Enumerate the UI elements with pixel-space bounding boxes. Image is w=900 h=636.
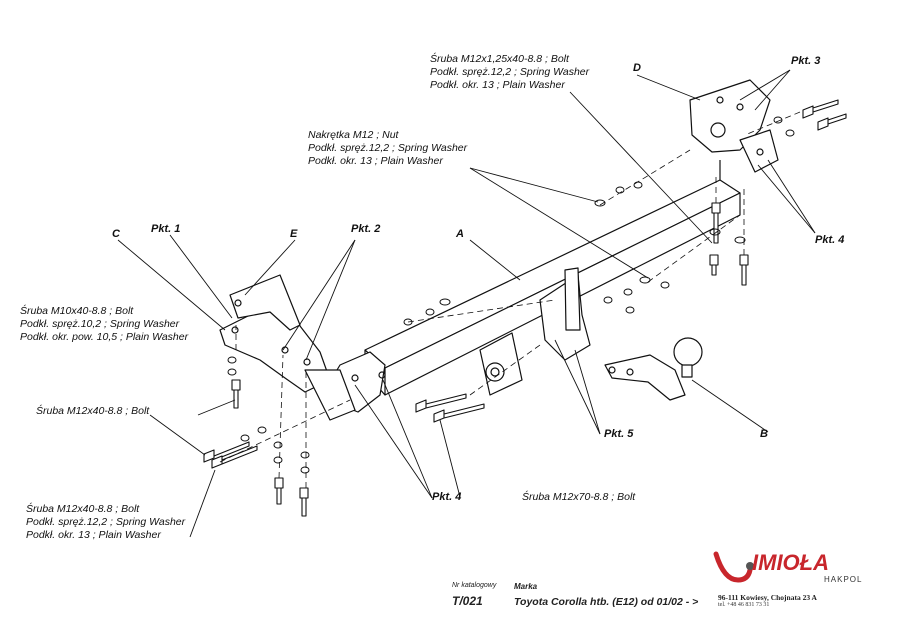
catalog-number: T/021 [452,594,483,608]
center-hanger [479,267,591,396]
company-address: 96-111 Kowiesy, Chojnata 23 A [718,593,817,602]
plate-e [229,274,301,331]
svg-text:Podkł. spręż.12,2 ; Spring Was: Podkł. spręż.12,2 ; Spring Washer [26,516,186,528]
callout-part-c: C [112,228,121,240]
callout-pkt5: Pkt. 5 [604,428,634,440]
svg-text:Podkł. okr. 13 ; Plain Washer: Podkł. okr. 13 ; Plain Washer [430,79,565,91]
note-top-bolt: Śruba M12x1,25x40-8.8 ; Bolt Podkł. sprę… [430,52,590,91]
towball-b [604,337,703,401]
note-m10-bolt: Śruba M10x40-8.8 ; Bolt Podkł. spręż.10,… [20,304,189,343]
bolts [203,99,847,517]
vehicle-model: Toyota Corolla htb. (E12) od 01/02 - > [514,596,699,608]
callout-part-e: E [290,228,298,240]
callout-part-d: D [633,62,641,74]
svg-text:Nakrętka M12 ; Nut: Nakrętka M12 ; Nut [308,129,400,141]
callout-part-b: B [760,428,768,440]
note-m12-bolt-single: Śruba M12x40-8.8 ; Bolt [36,404,150,417]
callout-pkt2: Pkt. 2 [351,223,380,235]
svg-text:Podkł. okr. 13 ; Plain Washer: Podkł. okr. 13 ; Plain Washer [26,529,161,541]
svg-text:Podkł. spręż.12,2 ; Spring Was: Podkł. spręż.12,2 ; Spring Washer [430,66,590,78]
brand-label: Marka [514,582,538,591]
callout-pkt4-right: Pkt. 4 [815,234,844,246]
callout-pkt1: Pkt. 1 [151,223,180,235]
svg-text:Śruba M12x70-8.8 ; Bolt: Śruba M12x70-8.8 ; Bolt [522,490,636,503]
bracket-c [219,299,356,421]
leader-lines [117,69,816,538]
bracket-d [689,79,779,173]
svg-text:Śruba M12x40-8.8 ; Bolt: Śruba M12x40-8.8 ; Bolt [36,404,150,417]
logo-subtext: HAKPOL [824,575,862,584]
svg-text:Podkł. spręż.12,2 ; Spring Was: Podkł. spręż.12,2 ; Spring Washer [308,142,468,154]
svg-text:Śruba M10x40-8.8 ; Bolt: Śruba M10x40-8.8 ; Bolt [20,304,134,317]
company-phone: tel. +48 46 831 73 31 [718,602,770,608]
callout-part-a: A [455,228,464,240]
svg-text:Podkł. spręż.10,2 ; Spring Was: Podkł. spręż.10,2 ; Spring Washer [20,318,180,330]
callout-pkt4-left: Pkt. 4 [432,491,461,503]
svg-text:Podkł. okr. pow. 10,5 ; Plain: Podkł. okr. pow. 10,5 ; Plain Washer [20,331,189,343]
callout-pkt3: Pkt. 3 [791,55,820,67]
svg-text:Podkł. okr. 13 ; Plain Washer: Podkł. okr. 13 ; Plain Washer [308,155,443,167]
washers-nuts [227,116,795,474]
catalog-label: Nr katalogowy [452,582,497,589]
svg-text:Śruba M12x1,25x40-8.8 ; Bolt: Śruba M12x1,25x40-8.8 ; Bolt [430,52,570,65]
note-m12x70-bolt: Śruba M12x70-8.8 ; Bolt [522,490,636,503]
note-nut: Nakrętka M12 ; Nut Podkł. spręż.12,2 ; S… [308,129,468,167]
company-logo: IMIOŁA HAKPOL 96-111 Kowiesy, Chojnata 2… [712,548,872,608]
svg-text:Śruba M12x40-8.8 ; Bolt: Śruba M12x40-8.8 ; Bolt [26,502,140,515]
logo-mark: IMIOŁA HAKPOL [713,550,862,584]
logo-text: IMIOŁA [752,550,829,575]
note-m12-bolt-bottom: Śruba M12x40-8.8 ; Bolt Podkł. spręż.12,… [26,502,186,541]
assembly-guides [219,111,801,488]
